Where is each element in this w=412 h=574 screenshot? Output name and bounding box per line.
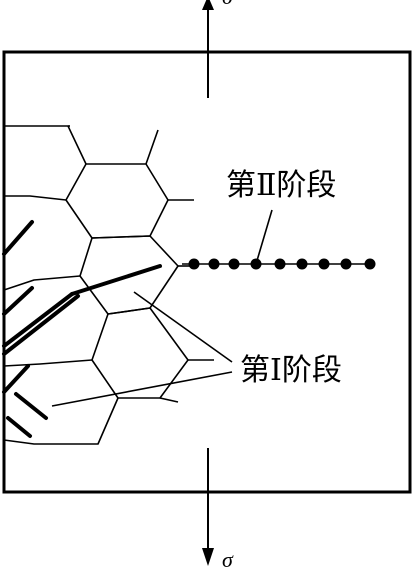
bottom-stress-arrow — [202, 448, 214, 566]
crack-dot — [296, 258, 308, 270]
crack-dot — [208, 258, 220, 270]
top-stress-arrow — [202, 0, 214, 98]
crack-dot — [228, 258, 240, 270]
bottom-stress-label: σ — [222, 547, 234, 572]
stage-one-slip-cracks — [2, 220, 162, 438]
crack-dot — [188, 258, 200, 270]
grain-boundaries — [3, 125, 214, 445]
crack-dot — [340, 258, 352, 270]
stage-one-label: 第Ⅰ阶段 — [240, 353, 342, 388]
stage-two-label: 第Ⅱ阶段 — [226, 168, 336, 203]
stage-two-crack — [182, 258, 376, 270]
stage-two-leader — [255, 209, 273, 265]
stage-one-leaders — [51, 291, 233, 407]
specimen-boundary — [2, 50, 412, 494]
crack-dot — [274, 258, 286, 270]
top-stress-label: σ — [222, 0, 234, 9]
crack-dot — [364, 258, 376, 270]
crack-dot — [318, 258, 330, 270]
